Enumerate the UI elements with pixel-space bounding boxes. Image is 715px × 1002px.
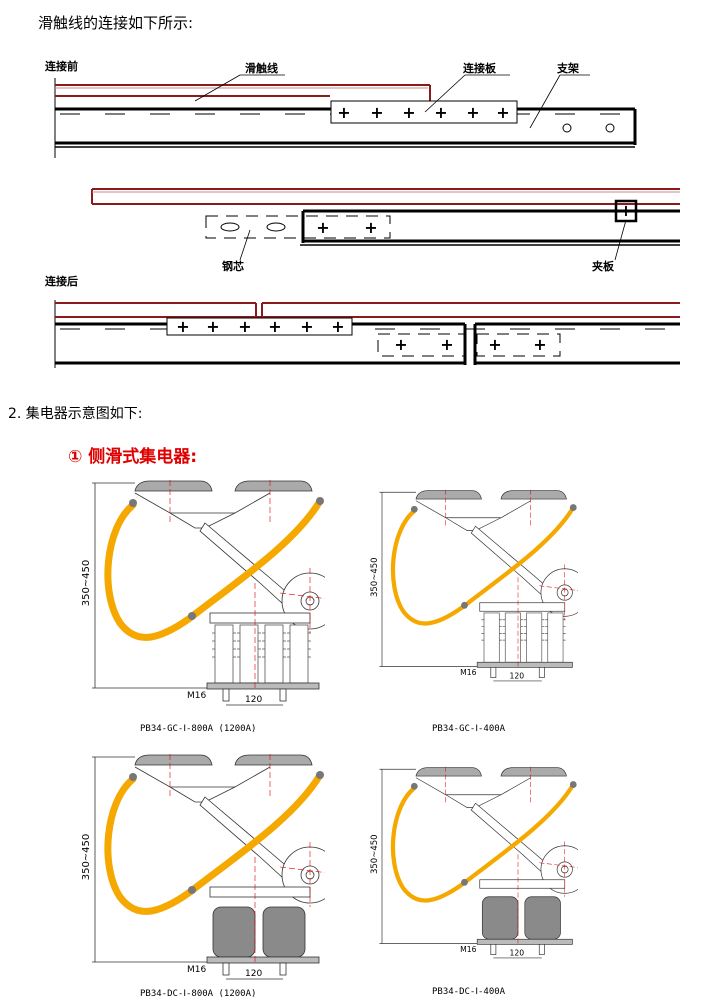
bolt-spacing: 120	[245, 695, 262, 705]
bolt-mark: +	[238, 317, 251, 336]
bolt-mark: +	[440, 335, 453, 354]
collector-caption: PB34-DC-Ⅰ-800A (1200A)	[140, 989, 257, 999]
collector-caption: PB34-DC-Ⅰ-400A	[432, 987, 506, 997]
bolt-size: M16	[460, 668, 476, 677]
section-subheading: ① 侧滑式集电器:	[68, 447, 198, 467]
bolt-mark: +	[268, 317, 281, 336]
bolt-size: M16	[187, 691, 206, 701]
section-heading: 2. 集电器示意图如下:	[8, 406, 143, 422]
bolt-mark: +	[394, 335, 407, 354]
bolt-mark: +	[364, 218, 377, 237]
height-dimension: 350~450	[370, 557, 380, 597]
callout-wire: 滑触线	[245, 62, 278, 75]
collector-drawing: 350~450 M16 120	[370, 489, 578, 682]
bolt-mark: +	[533, 335, 546, 354]
bolt-mark: +	[316, 218, 329, 237]
collector-caption: PB34-GC-Ⅰ-800A (1200A)	[140, 724, 257, 734]
collector-drawing: 350~450 M16 120	[81, 480, 325, 706]
bolt-size: M16	[460, 945, 476, 954]
bolt-mark: +	[331, 317, 344, 336]
height-dimension: 350~450	[81, 560, 92, 607]
callout-steel-core: 钢芯	[222, 260, 244, 273]
sliding-wire	[55, 84, 431, 101]
connection-diagram: + + + + + + + + + + + + + + + + + + +	[54, 74, 680, 368]
bolt-mark: +	[300, 317, 313, 336]
label-after: 连接后	[45, 275, 78, 288]
bolt-mark: +	[402, 103, 415, 122]
bolt-spacing: 120	[510, 948, 525, 957]
bolt-mark: +	[337, 103, 350, 122]
callout-bracket: 支架	[557, 62, 579, 75]
bolt-mark: +	[619, 201, 632, 220]
label-before: 连接前	[45, 60, 78, 73]
bolt-mark: +	[206, 317, 219, 336]
bolt-mark: +	[466, 103, 479, 122]
connection-plate	[330, 100, 518, 124]
bolt-spacing: 120	[510, 671, 525, 680]
callout-plate: 连接板	[463, 62, 496, 75]
height-dimension: 350~450	[81, 834, 92, 881]
bolt-spacing: 120	[245, 969, 262, 979]
collector-drawing: 350~450 M16 120	[81, 754, 325, 980]
bolt-mark: +	[496, 103, 509, 122]
callout-clamp: 夹板	[592, 260, 614, 273]
bolt-mark: +	[488, 335, 501, 354]
intro-text: 滑触线的连接如下所示:	[38, 14, 194, 32]
bolt-mark: +	[434, 103, 447, 122]
bolt-size: M16	[187, 965, 206, 975]
bolt-mark: +	[370, 103, 383, 122]
collector-drawing: 350~450 M16 120	[370, 766, 578, 959]
height-dimension: 350~450	[370, 834, 380, 874]
collector-caption: PB34-GC-Ⅰ-400A	[432, 724, 506, 734]
bolt-mark: +	[176, 317, 189, 336]
